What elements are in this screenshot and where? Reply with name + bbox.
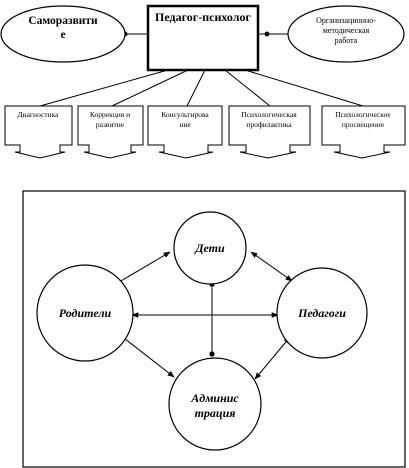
right-oval-label-2: методическая — [323, 26, 370, 35]
connector-dot-right — [264, 31, 270, 37]
arrow-admin-dot — [209, 351, 215, 357]
node-administration — [168, 357, 262, 451]
right-oval — [287, 5, 405, 63]
branch-3-label-1: Консультирова — [161, 110, 209, 119]
connector-branch-2 — [111, 69, 189, 107]
branch-2-label-2: развитие — [96, 120, 125, 129]
center-box-label: Педагог-психолог — [155, 10, 251, 24]
branch-3-label-2: ние — [179, 120, 191, 129]
left-oval-label-1: Саморазвити — [28, 15, 98, 27]
connector-branch-4 — [224, 69, 271, 107]
center-box — [146, 4, 260, 72]
branch-2-label-1: Коррекция и — [90, 110, 130, 119]
top-connectors — [39, 33, 364, 107]
node-teachers — [276, 267, 368, 359]
connector-branch-3 — [186, 69, 206, 107]
node-children-label: Дети — [194, 241, 225, 255]
arrow-children-teachers — [250, 251, 293, 282]
branch-5-label-1: Психологическое — [335, 110, 391, 119]
branch-5: Психологическое просвещение — [321, 105, 406, 159]
branch-2: Коррекция и развитие — [77, 105, 144, 159]
branch-3-arrow-box — [147, 105, 223, 159]
node-administration-label-2: трация — [195, 406, 236, 420]
branch-4: Психологическая профилактика — [228, 105, 311, 159]
branch-2-arrow-box — [77, 105, 144, 159]
branch-4-arrow-box — [228, 105, 311, 159]
arrow-admin-teachers — [254, 336, 291, 380]
node-parents-label: Родители — [59, 306, 112, 320]
node-administration-label-1: Админис — [190, 391, 239, 405]
right-oval-label-3: работа — [335, 36, 358, 45]
node-children — [173, 211, 247, 285]
branch-4-label-2: профилактика — [246, 120, 292, 129]
connector-branch-5 — [244, 69, 364, 107]
branch-1: Диагностика — [4, 105, 73, 159]
left-oval — [0, 5, 126, 63]
branch-1-arrow-box — [4, 105, 73, 159]
node-teachers-label: Педагоги — [297, 306, 346, 320]
branch-1-label-1: Диагностика — [18, 110, 60, 119]
node-parents — [36, 264, 134, 362]
branch-5-arrow-box — [321, 105, 406, 159]
branch-5-label-2: просвещение — [342, 120, 385, 129]
branch-3: Консультирова ние — [147, 105, 223, 159]
connector-branch-1 — [39, 69, 169, 107]
left-oval-label-2: е — [60, 29, 65, 41]
arrow-parents-admin — [119, 334, 175, 378]
right-oval-label-1: Организационно- — [316, 16, 376, 25]
branch-4-label-1: Психологическая — [241, 110, 297, 119]
